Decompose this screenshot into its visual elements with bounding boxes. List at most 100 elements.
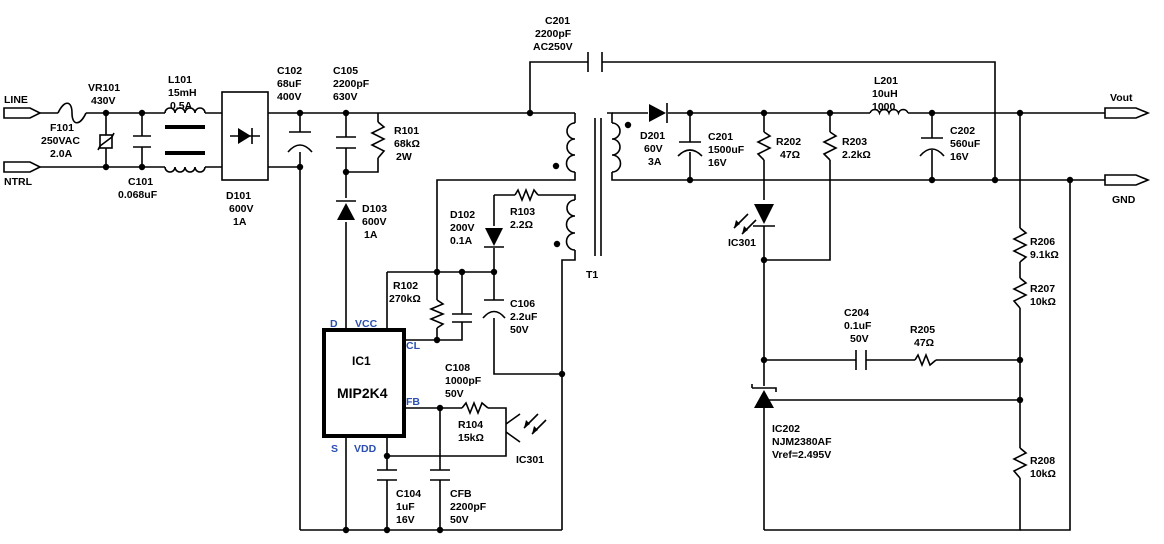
svg-text:R104: R104 <box>458 419 483 431</box>
svg-text:400V: 400V <box>277 91 302 103</box>
capacitor-c201-output <box>677 141 703 157</box>
svg-text:10uH: 10uH <box>872 88 898 100</box>
ic1-pin-s: S <box>331 443 338 455</box>
r205-label: R205 47Ω <box>910 324 935 349</box>
svg-text:NJM2380AF: NJM2380AF <box>772 436 832 448</box>
transformer-t1 <box>552 118 632 256</box>
svg-text:D102: D102 <box>450 209 475 221</box>
svg-text:2.0A: 2.0A <box>50 148 73 160</box>
svg-text:R101: R101 <box>394 125 419 137</box>
svg-text:9.1kΩ: 9.1kΩ <box>1030 249 1059 261</box>
svg-text:50V: 50V <box>445 388 464 400</box>
r104-label: R104 15kΩ <box>458 419 484 444</box>
resistor-r102 <box>428 299 446 329</box>
capacitor-cfb <box>430 469 450 481</box>
svg-text:16V: 16V <box>396 514 415 526</box>
svg-text:68kΩ: 68kΩ <box>394 138 420 150</box>
ic1-part-number: MIP2K4 <box>337 385 388 401</box>
svg-text:2.2Ω: 2.2Ω <box>510 219 533 231</box>
svg-text:16V: 16V <box>708 157 727 169</box>
svg-text:630V: 630V <box>333 91 358 103</box>
capacitor-c101 <box>133 135 151 148</box>
optocoupler-ic301-led <box>733 204 775 235</box>
svg-text:600V: 600V <box>362 216 387 228</box>
inductor-l201 <box>869 108 909 116</box>
svg-text:600V: 600V <box>229 203 254 215</box>
c204-label: C204 0.1uF 50V <box>844 307 872 345</box>
r206-label: R206 9.1kΩ <box>1030 236 1059 261</box>
c201-y-label: C201 2200pF AC250V <box>533 15 573 53</box>
capacitor-c204 <box>855 350 867 370</box>
vout-label: Vout <box>1110 92 1133 104</box>
c108-label: C108 1000pF 50V <box>445 362 482 400</box>
svg-text:C105: C105 <box>333 65 358 77</box>
r202-label: R202 47Ω <box>776 136 801 161</box>
resistor-r208 <box>1012 447 1028 479</box>
resistor-r206 <box>1012 227 1028 263</box>
fuse-f101 <box>57 102 87 124</box>
d102-label: D102 200V 0.1A <box>450 209 475 247</box>
diode-d201 <box>649 103 668 123</box>
capacitor-c108 <box>452 313 472 323</box>
svg-text:0.1uF: 0.1uF <box>844 320 872 332</box>
r102-label: R102 270kΩ <box>389 280 421 305</box>
svg-text:L101: L101 <box>168 74 192 86</box>
svg-text:F101: F101 <box>50 122 74 134</box>
svg-text:AC250V: AC250V <box>533 41 573 53</box>
svg-text:47Ω: 47Ω <box>914 337 934 349</box>
svg-text:R202: R202 <box>776 136 801 148</box>
c105-label: C105 2200pF 630V <box>333 65 370 103</box>
capacitor-c201-y <box>587 52 603 72</box>
ic1-pin-fb: FB <box>406 396 420 408</box>
optocoupler-ic301-transistor <box>505 413 547 443</box>
line-terminal <box>3 107 42 119</box>
junction-dots <box>102 109 1074 534</box>
svg-text:47Ω: 47Ω <box>780 149 800 161</box>
ic301-transistor-label: IC301 <box>516 454 544 466</box>
resistor-r202 <box>756 131 772 161</box>
svg-text:50V: 50V <box>450 514 469 526</box>
vout-terminal <box>1104 107 1151 119</box>
r103-label: R103 2.2Ω <box>510 206 535 231</box>
r207-label: R207 10kΩ <box>1030 283 1056 308</box>
resistor-r101 <box>370 121 386 159</box>
svg-text:0.1A: 0.1A <box>450 235 473 247</box>
svg-text:R208: R208 <box>1030 455 1055 467</box>
svg-text:CFB: CFB <box>450 488 472 500</box>
svg-text:1500uF: 1500uF <box>708 144 745 156</box>
svg-text:D103: D103 <box>362 203 387 215</box>
capacitor-c106 <box>482 299 506 319</box>
svg-text:560uF: 560uF <box>950 138 981 150</box>
cfb-label: CFB 2200pF 50V <box>450 488 487 526</box>
svg-text:0.068uF: 0.068uF <box>118 189 158 201</box>
resistor-r104 <box>461 400 489 416</box>
svg-text:68uF: 68uF <box>277 78 302 90</box>
d103-label: D103 600V 1A <box>362 203 387 241</box>
svg-text:2W: 2W <box>396 151 412 163</box>
svg-text:2200pF: 2200pF <box>333 78 370 90</box>
svg-text:2.2uF: 2.2uF <box>510 311 538 323</box>
svg-text:C204: C204 <box>844 307 869 319</box>
svg-text:C108: C108 <box>445 362 470 374</box>
ntrl-label: NTRL <box>4 176 33 188</box>
c101-label: C101 0.068uF <box>118 176 158 201</box>
svg-text:R205: R205 <box>910 324 935 336</box>
resistor-r203 <box>822 131 838 161</box>
svg-text:50V: 50V <box>510 324 529 336</box>
svg-text:R103: R103 <box>510 206 535 218</box>
resistor-r103 <box>514 187 539 203</box>
svg-text:0.5A: 0.5A <box>170 100 193 112</box>
vr101-label: VR101 430V <box>88 82 120 107</box>
ic202-label: IC202 NJM2380AF Vref=2.495V <box>772 423 832 461</box>
varistor-vr101 <box>97 132 115 151</box>
wires <box>40 61 1105 531</box>
choke-l101 <box>164 107 206 173</box>
t1-label: T1 <box>586 269 598 281</box>
svg-text:R207: R207 <box>1030 283 1055 295</box>
r101-label: R101 68kΩ 2W <box>394 125 420 163</box>
svg-text:1uF: 1uF <box>396 501 415 513</box>
svg-text:2.2kΩ: 2.2kΩ <box>842 149 871 161</box>
r203-label: R203 2.2kΩ <box>842 136 871 161</box>
capacitor-c104 <box>377 469 397 481</box>
labels: LINE NTRL Vout GND C201 2200pF AC250V VR… <box>4 15 1136 526</box>
